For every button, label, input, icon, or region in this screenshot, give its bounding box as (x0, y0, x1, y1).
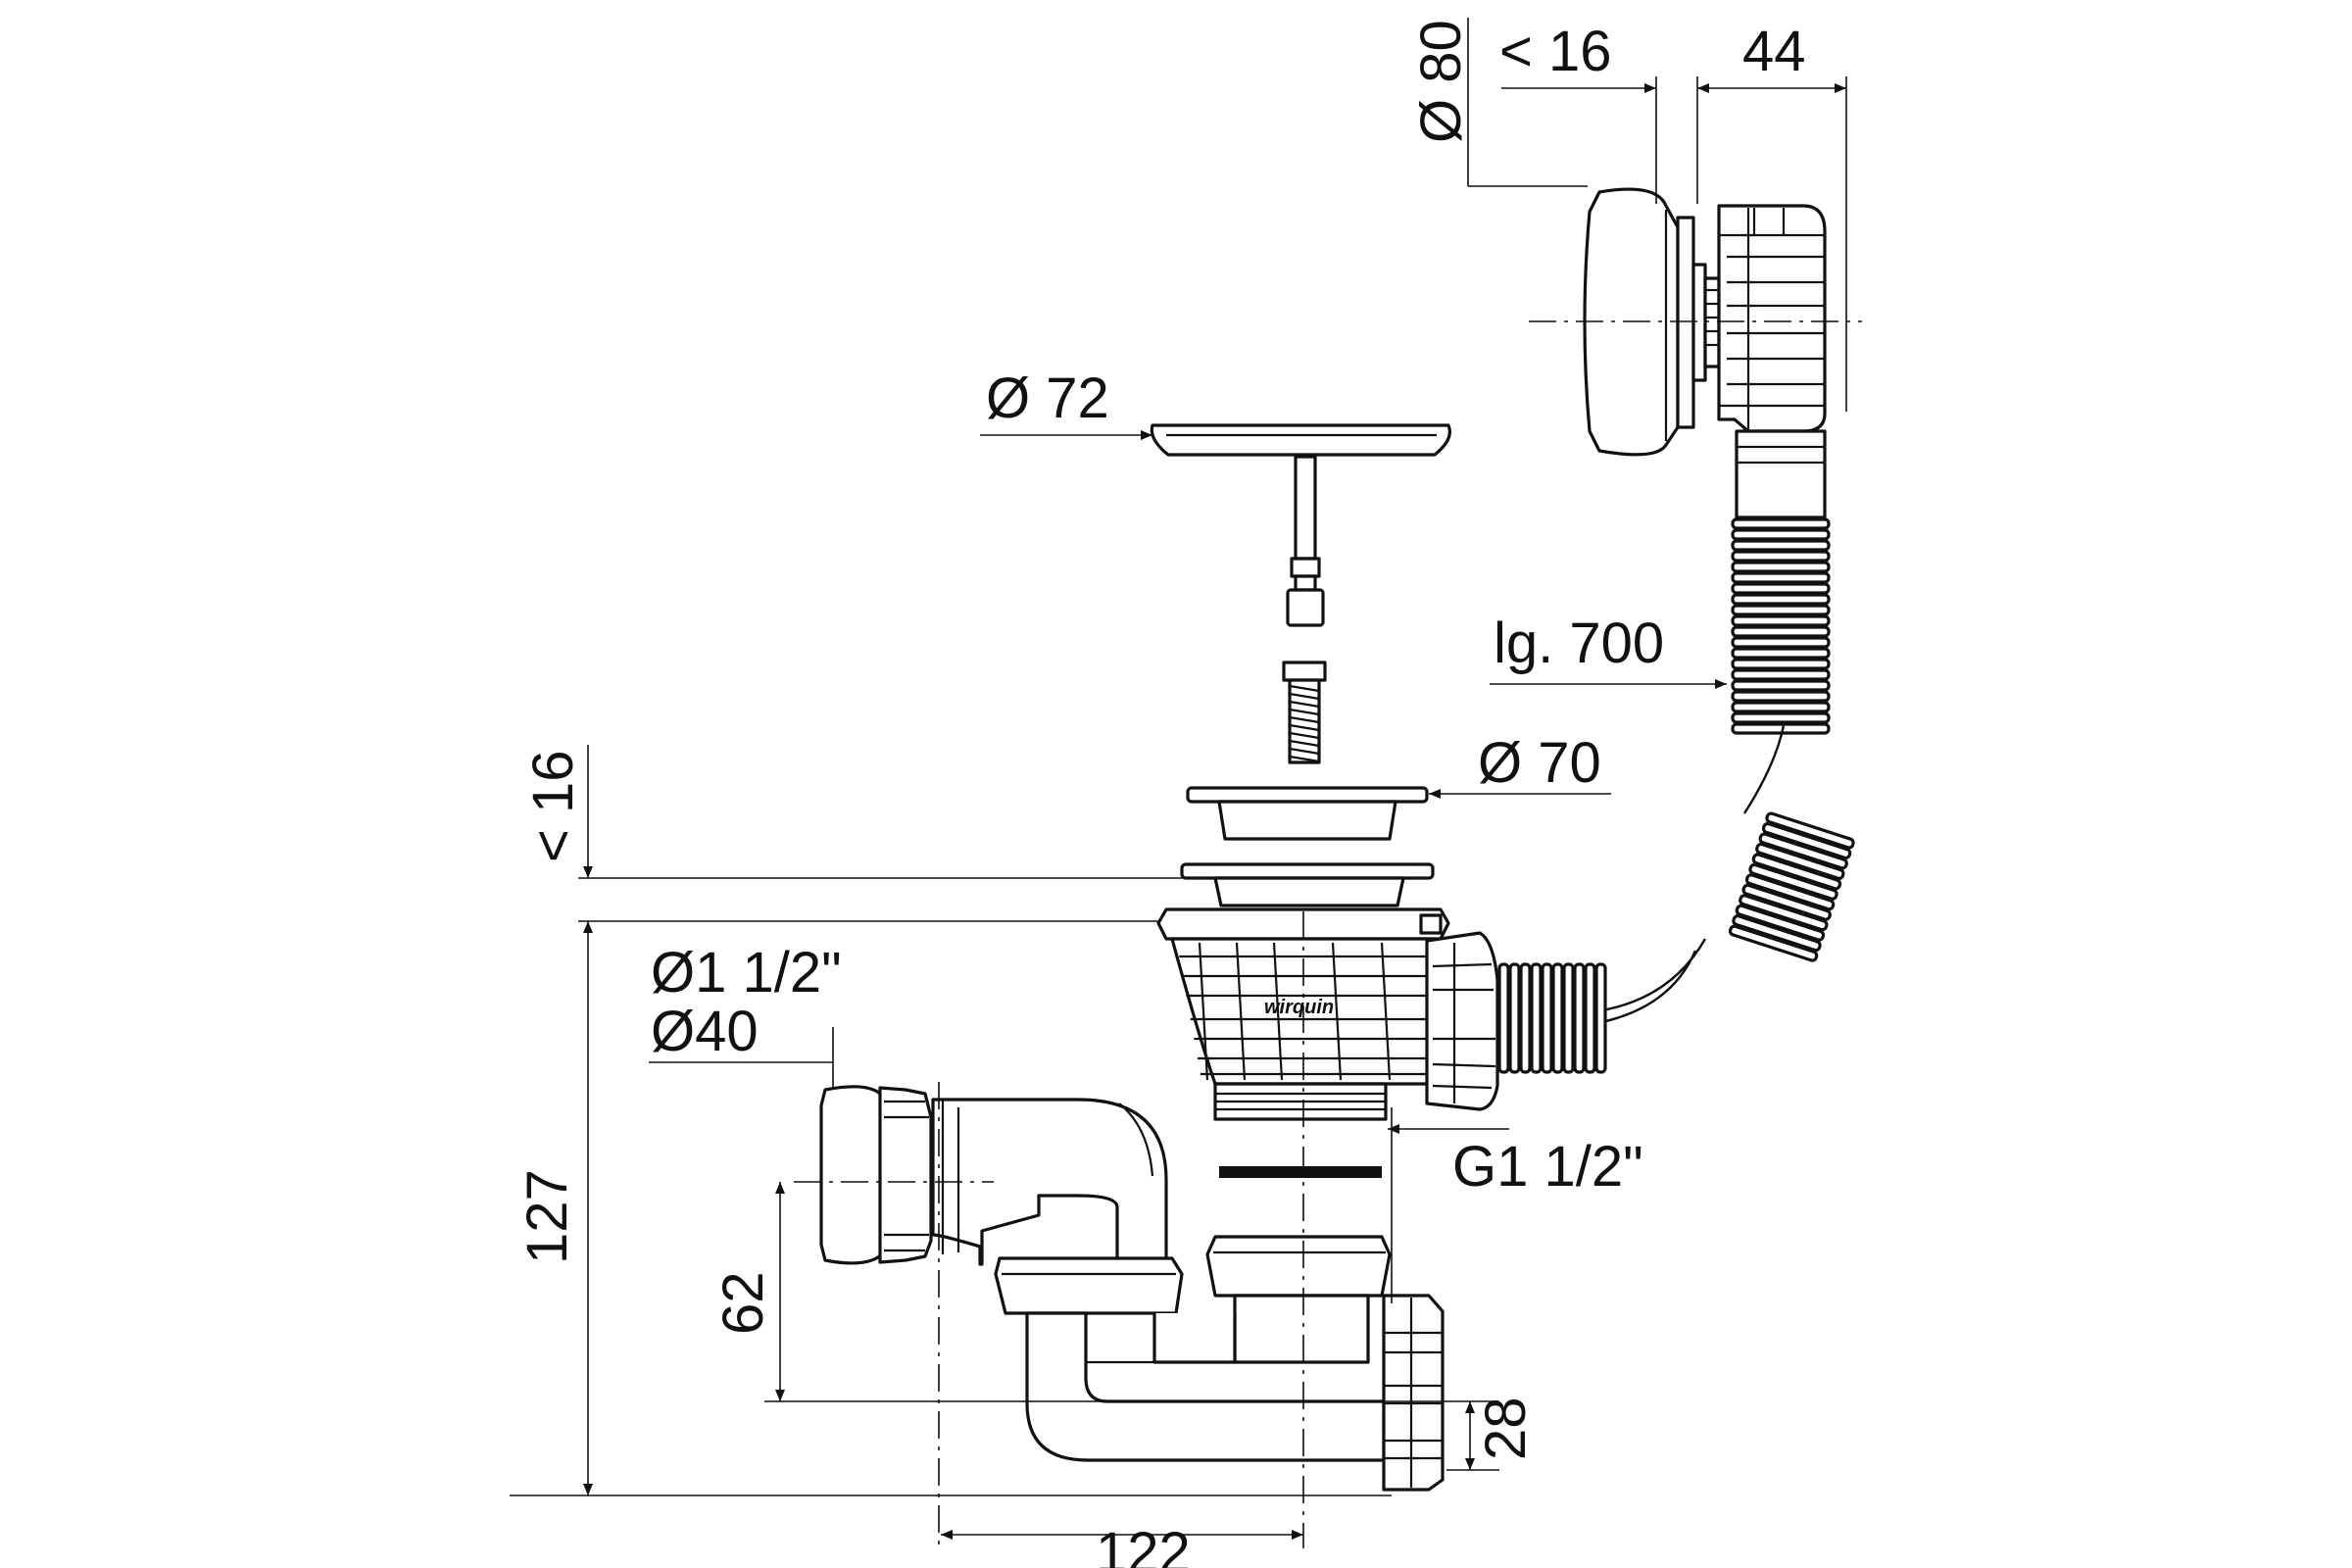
dim-lt-16-side: < 16 (521, 751, 585, 863)
dim-lt-16-top: < 16 (1499, 20, 1612, 83)
overflow-outlet-tube (1735, 429, 1827, 519)
dimension-labels: Ø 80 < 16 44 Ø 72 lg. 700 Ø 70 < 16 Ø1 1… (515, 20, 1806, 1568)
dim-127: 127 (515, 1169, 579, 1264)
overflow-hose-upper (1731, 517, 1831, 735)
trap-assembly (819, 1085, 1445, 1492)
overflow-assembly (1567, 187, 1855, 1029)
drain-strainer (1180, 786, 1435, 907)
drain-body: wirquin (1156, 907, 1607, 1121)
overflow-flange (1676, 216, 1695, 429)
plug-stem (1294, 455, 1317, 561)
gasket (1219, 1166, 1382, 1178)
threaded-screw (1282, 661, 1327, 764)
manufacturer-logo: wirquin (1264, 997, 1334, 1018)
dim-122: 122 (1096, 1521, 1191, 1568)
dim-44: 44 (1742, 20, 1806, 83)
trap-elbow (931, 1098, 1168, 1266)
dim-dia-70: Ø 70 (1478, 731, 1601, 795)
overflow-body (1717, 204, 1827, 433)
dim-dia-1-1-2: Ø1 1/2" (651, 941, 842, 1004)
plug-cap (1150, 423, 1451, 457)
dim-lg-700: lg. 700 (1494, 612, 1664, 675)
overflow-connector-nut (1425, 931, 1499, 1111)
dim-dia-72: Ø 72 (986, 367, 1109, 430)
dimension-lines (510, 18, 1847, 1540)
dim-62: 62 (711, 1271, 775, 1335)
outlet-adapter (819, 1085, 884, 1265)
trap-outlet-nut (1382, 1294, 1445, 1492)
dim-28: 28 (1474, 1396, 1538, 1460)
trap-nut (1205, 1235, 1392, 1298)
plug-assembly (1150, 423, 1451, 764)
overflow-hose-middle (1728, 811, 1855, 962)
trap-u-bend (1025, 1311, 1386, 1462)
dim-g1-1-2: G1 1/2" (1452, 1135, 1643, 1199)
side-corrugated-connector (1497, 962, 1607, 1074)
dim-dia-40: Ø40 (651, 1000, 759, 1063)
dim-dia-80: Ø 80 (1409, 20, 1473, 143)
